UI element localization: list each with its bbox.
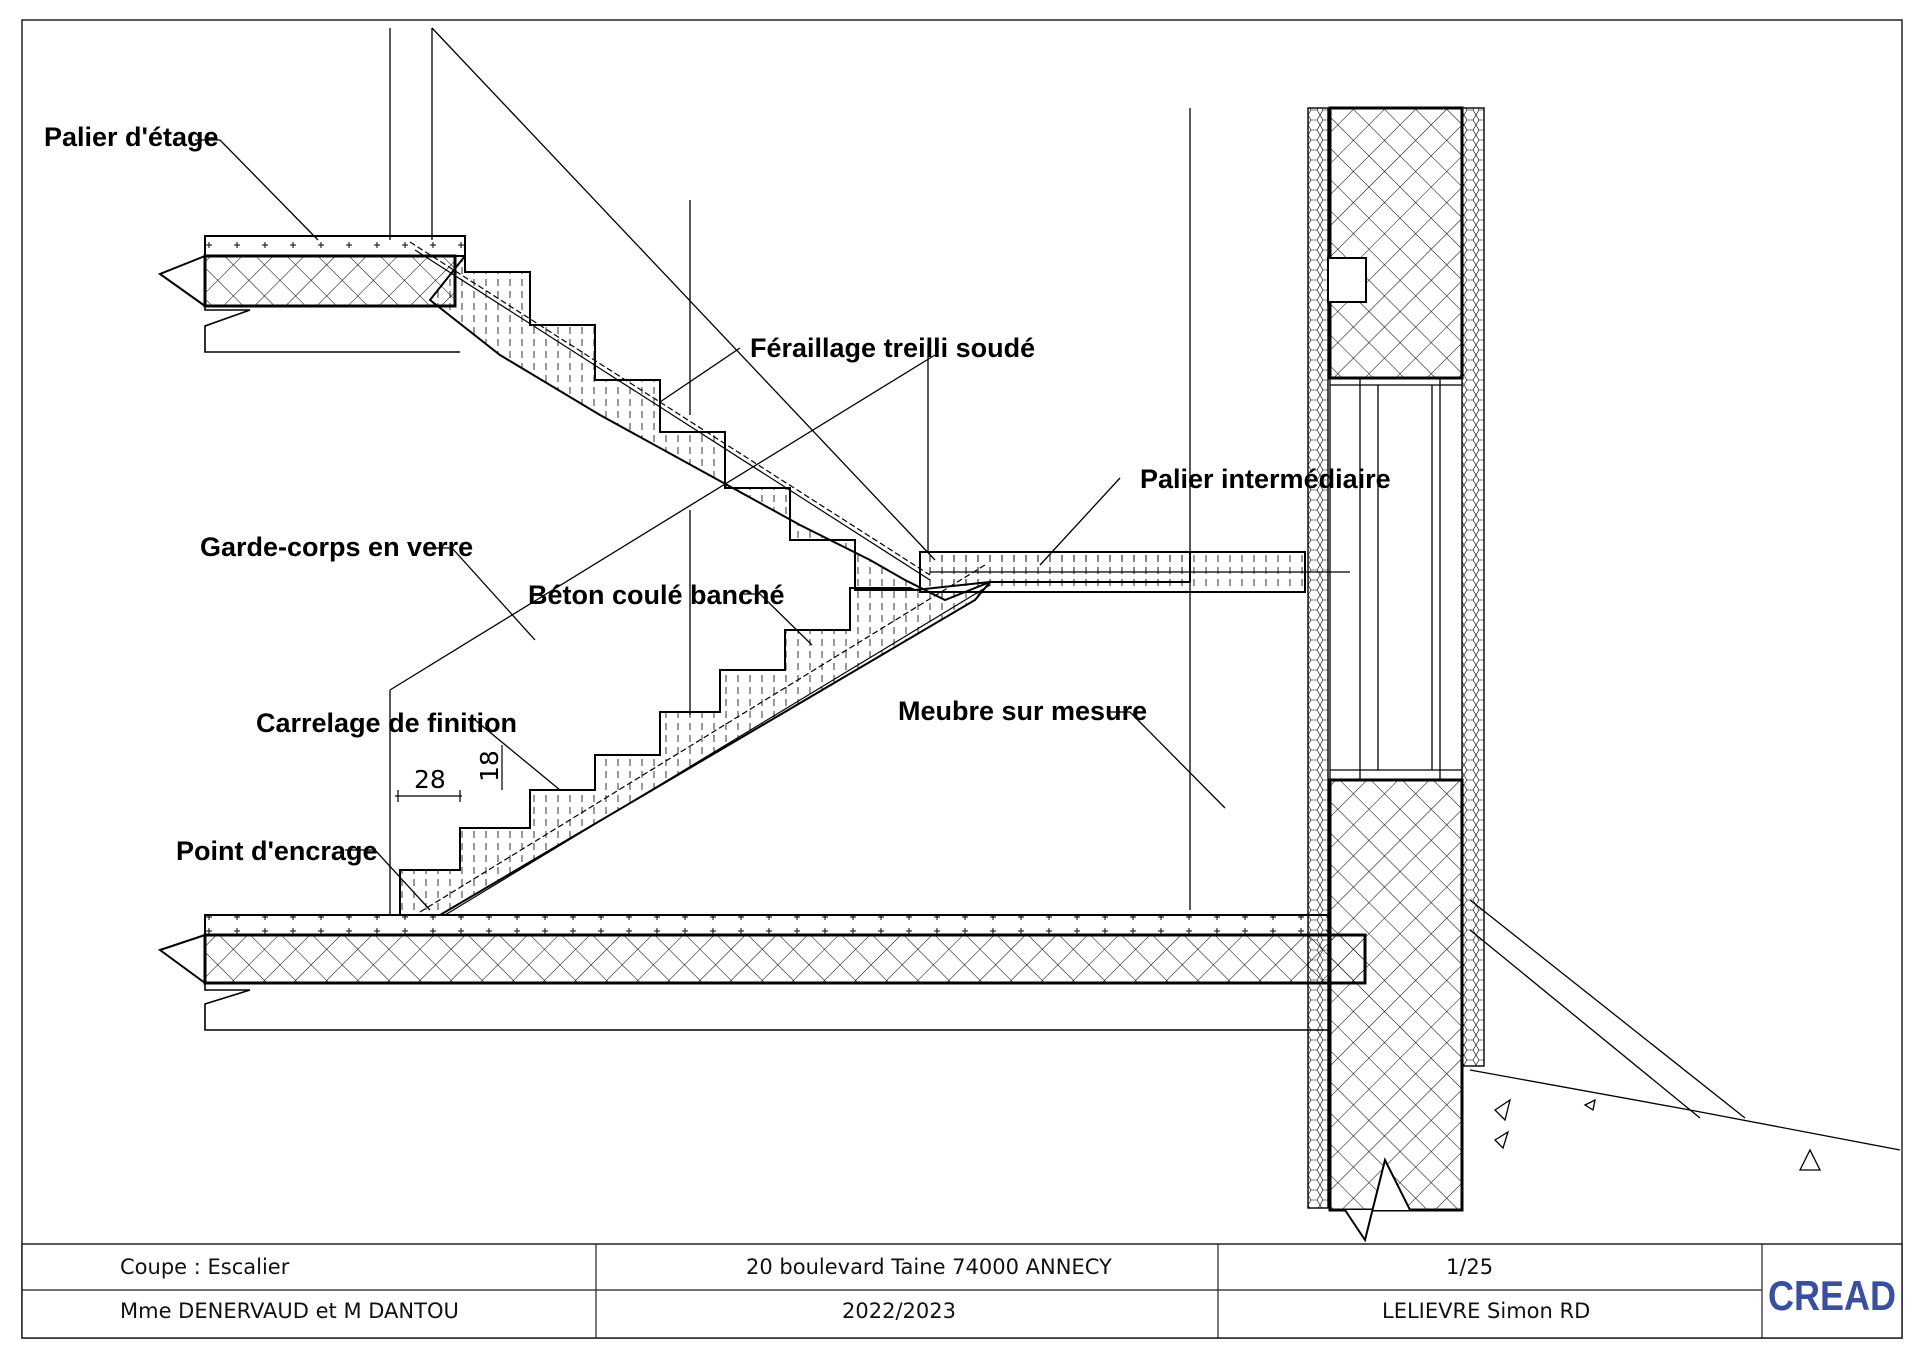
ground-floor-slab <box>157 914 1367 1031</box>
cread-logo: CREAD <box>1768 1272 1896 1319</box>
label-palier-intermediaire: Palier intermédiaire <box>1140 464 1391 494</box>
title-block: Coupe : Escalier Mme DENERVAUD et M DANT… <box>21 1243 1903 1339</box>
exterior-ground <box>1469 899 1901 1171</box>
label-carrelage: Carrelage de finition <box>256 708 517 738</box>
lower-stair-flight <box>389 354 993 916</box>
sheet-border <box>21 19 1903 1339</box>
upper-floor-slab <box>157 235 466 353</box>
drawing-title: Coupe : Escalier <box>120 1255 290 1279</box>
exterior-wall <box>1307 106 1485 1243</box>
label-point-encrage: Point d'encrage <box>176 836 377 866</box>
author-name: LELIEVRE Simon RD <box>1382 1299 1590 1323</box>
riser-dimension-value: 18 <box>475 750 504 782</box>
cread-logo-text: CREAD <box>1768 1272 1896 1319</box>
tread-dimension: 28 <box>395 765 462 802</box>
drawing-scale: 1/25 <box>1446 1255 1493 1279</box>
label-meuble: Meubre sur mesure <box>898 696 1147 726</box>
riser-dimension: 18 <box>475 745 504 790</box>
label-palier-etage: Palier d'étage <box>44 122 219 152</box>
tread-dimension-value: 28 <box>414 765 446 794</box>
project-address: 20 boulevard Taine 74000 ANNECY <box>746 1255 1112 1279</box>
label-beton: Béton coulé banché <box>528 580 785 610</box>
label-garde-corps: Garde-corps en verre <box>200 532 473 562</box>
leader-lines <box>195 139 1226 911</box>
upper-stair-flight <box>409 241 1191 602</box>
client-names: Mme DENERVAUD et M DANTOU <box>120 1299 459 1323</box>
label-ferraillage: Féraillage treilli soudé <box>750 333 1035 363</box>
academic-year: 2022/2023 <box>842 1299 956 1323</box>
upper-wall-lines <box>389 27 1191 910</box>
